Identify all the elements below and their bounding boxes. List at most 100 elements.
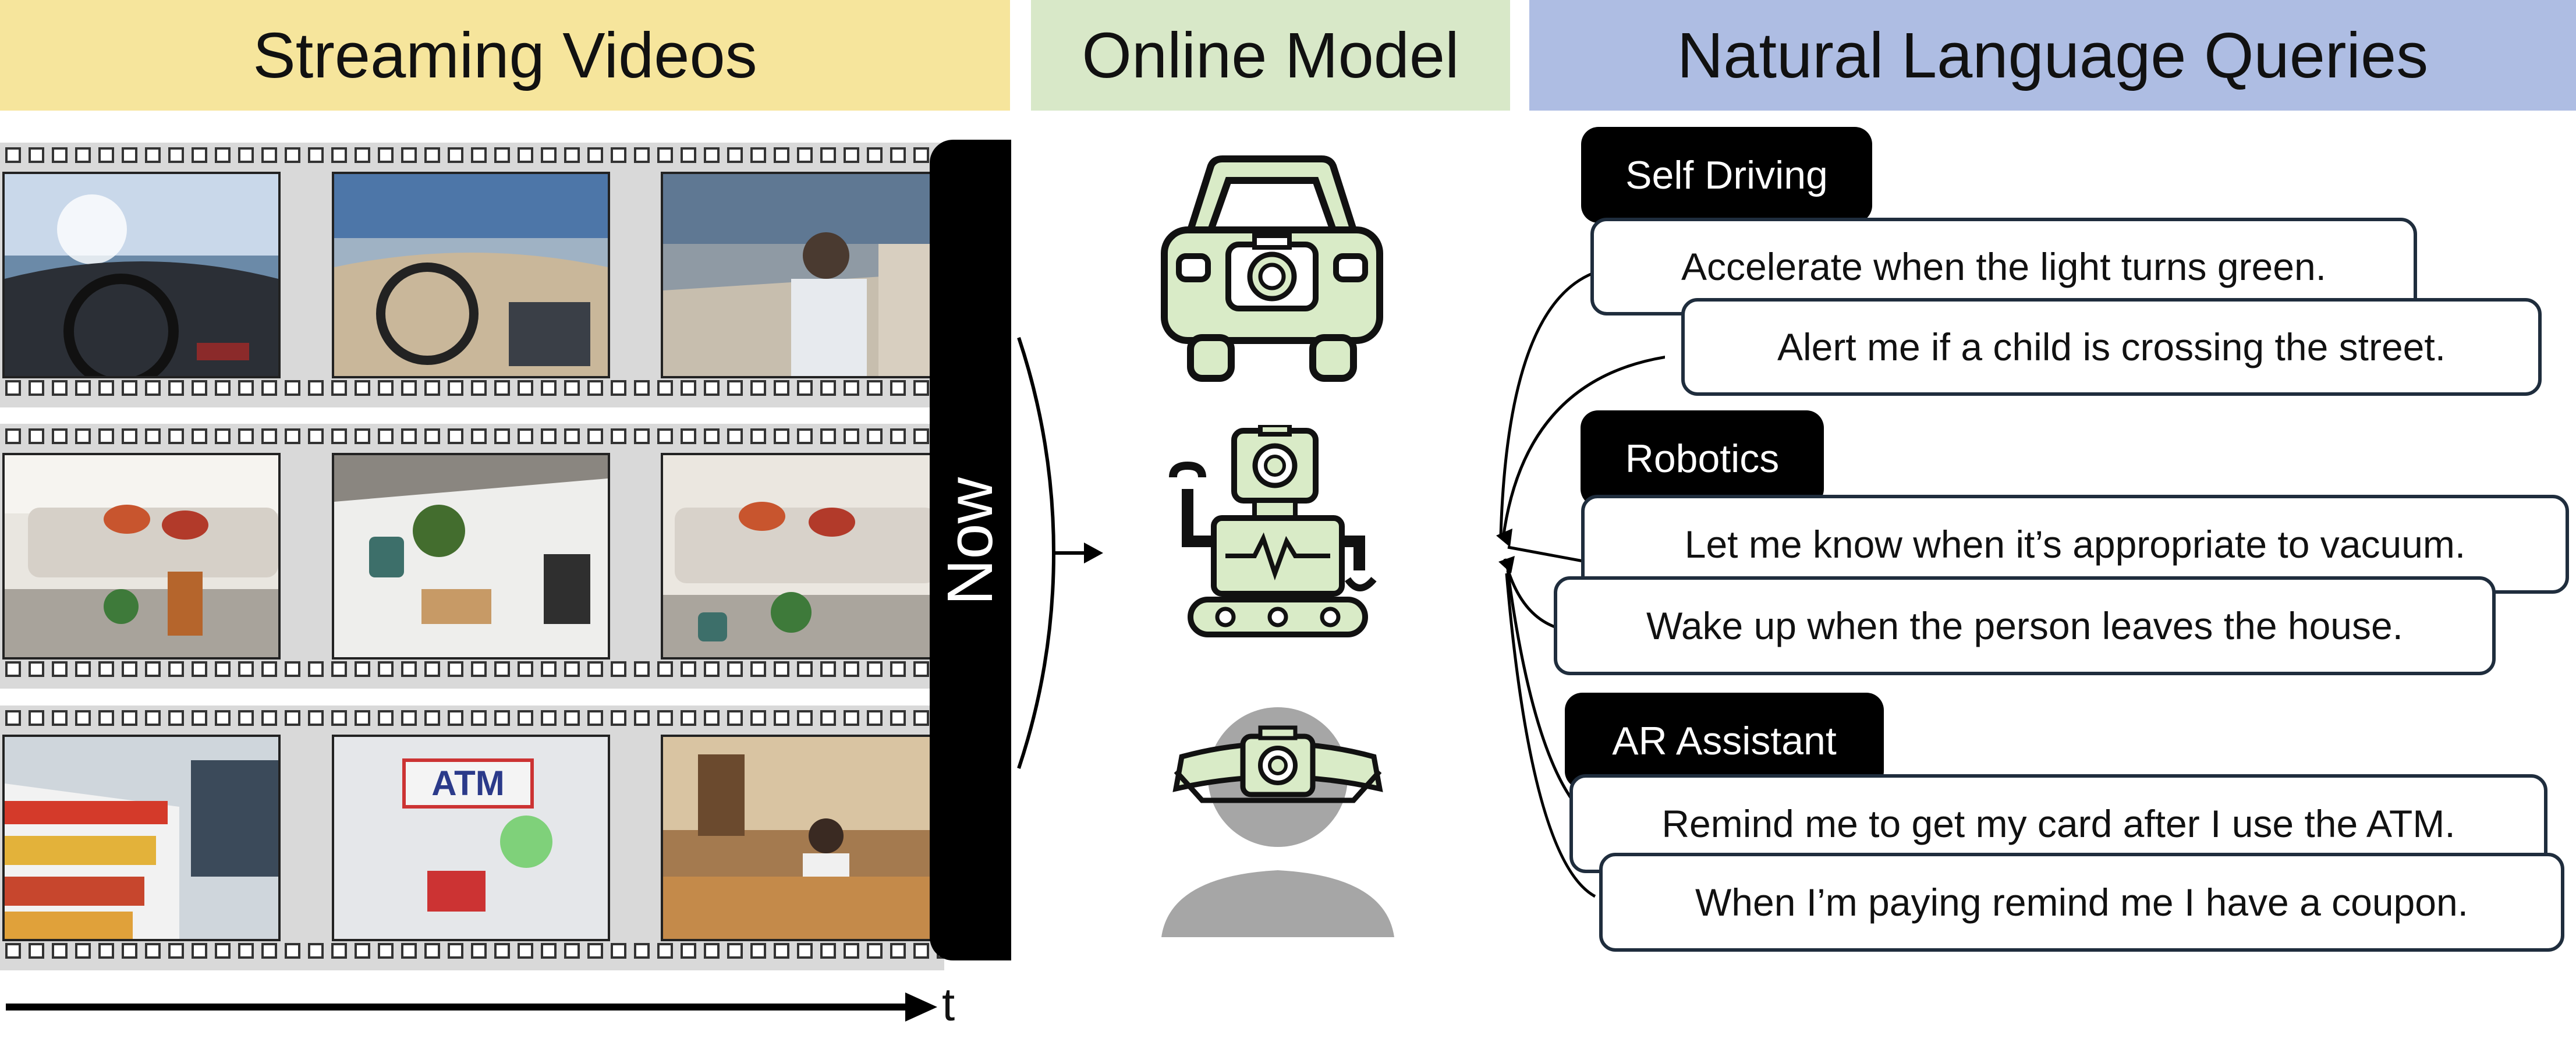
sprocket-row bbox=[0, 710, 952, 733]
sprocket-hole bbox=[494, 710, 510, 726]
sprocket-hole bbox=[331, 943, 347, 959]
robot-camera-icon bbox=[1169, 425, 1377, 637]
sprocket-hole bbox=[541, 380, 557, 396]
sprocket-hole bbox=[448, 661, 463, 677]
sprocket-hole bbox=[844, 943, 859, 959]
sprocket-hole bbox=[52, 661, 68, 677]
sprocket-hole bbox=[285, 943, 300, 959]
sprocket-hole bbox=[215, 710, 231, 726]
sprocket-hole bbox=[29, 661, 44, 677]
sprocket-hole bbox=[401, 661, 417, 677]
sprocket-hole bbox=[75, 428, 91, 444]
sprocket-hole bbox=[913, 943, 929, 959]
sprocket-hole bbox=[541, 661, 557, 677]
sprocket-hole bbox=[261, 661, 277, 677]
sprocket-hole bbox=[238, 943, 254, 959]
sprocket-hole bbox=[424, 661, 440, 677]
sprocket-hole bbox=[564, 943, 580, 959]
sprocket-hole bbox=[541, 710, 557, 726]
sprocket-hole bbox=[844, 147, 859, 163]
sprocket-hole bbox=[518, 380, 533, 396]
living-room-frame-1 bbox=[2, 453, 281, 660]
sprocket-hole bbox=[378, 710, 394, 726]
sprocket-hole bbox=[122, 428, 137, 444]
sprocket-hole bbox=[238, 661, 254, 677]
sprocket-hole bbox=[192, 380, 207, 396]
sprocket-hole bbox=[448, 147, 463, 163]
sprocket-hole bbox=[797, 380, 813, 396]
sprocket-hole bbox=[401, 380, 417, 396]
sprocket-hole bbox=[238, 428, 254, 444]
sprocket-hole bbox=[750, 428, 766, 444]
sprocket-hole bbox=[145, 147, 161, 163]
sprocket-hole bbox=[355, 147, 370, 163]
now-label: Now bbox=[934, 477, 1006, 605]
sprocket-hole bbox=[261, 428, 277, 444]
sprocket-hole bbox=[52, 710, 68, 726]
sprocket-hole bbox=[378, 661, 394, 677]
sprocket-hole bbox=[518, 710, 533, 726]
sprocket-hole bbox=[820, 943, 836, 959]
sprocket-hole bbox=[634, 380, 650, 396]
sprocket-hole bbox=[401, 147, 417, 163]
sprocket-hole bbox=[471, 710, 487, 726]
svg-text:ATM: ATM bbox=[431, 764, 505, 803]
sprocket-hole bbox=[820, 147, 836, 163]
sprocket-hole bbox=[913, 147, 929, 163]
sprocket-hole bbox=[681, 380, 696, 396]
sprocket-hole bbox=[471, 380, 487, 396]
sprocket-hole bbox=[541, 428, 557, 444]
sprocket-hole bbox=[471, 661, 487, 677]
sprocket-hole bbox=[145, 380, 161, 396]
sprocket-hole bbox=[913, 661, 929, 677]
sprocket-hole bbox=[401, 710, 417, 726]
sprocket-hole bbox=[52, 943, 68, 959]
header-streaming-videos: Streaming Videos bbox=[0, 0, 1010, 111]
sprocket-hole bbox=[727, 943, 743, 959]
sprocket-hole bbox=[168, 661, 184, 677]
sprocket-row bbox=[0, 147, 952, 171]
sprocket-hole bbox=[681, 661, 696, 677]
sprocket-hole bbox=[681, 147, 696, 163]
sprocket-hole bbox=[75, 710, 91, 726]
sprocket-hole bbox=[192, 661, 207, 677]
sprocket-hole bbox=[331, 661, 347, 677]
sprocket-hole bbox=[29, 428, 44, 444]
sprocket-hole bbox=[494, 943, 510, 959]
sprocket-hole bbox=[378, 147, 394, 163]
sprocket-hole bbox=[401, 943, 417, 959]
sprocket-hole bbox=[261, 380, 277, 396]
sprocket-hole bbox=[890, 661, 906, 677]
sprocket-hole bbox=[29, 147, 44, 163]
sprocket-hole bbox=[285, 710, 300, 726]
sprocket-hole bbox=[98, 661, 114, 677]
sprocket-hole bbox=[797, 943, 813, 959]
sprocket-hole bbox=[52, 147, 68, 163]
sprocket-hole bbox=[774, 943, 789, 959]
sprocket-hole bbox=[215, 428, 231, 444]
sprocket-hole bbox=[657, 661, 673, 677]
sprocket-hole bbox=[867, 710, 883, 726]
sprocket-hole bbox=[261, 147, 277, 163]
sprocket-hole bbox=[657, 428, 673, 444]
sprocket-hole bbox=[634, 661, 650, 677]
sprocket-hole bbox=[611, 428, 626, 444]
sprocket-hole bbox=[401, 428, 417, 444]
sprocket-hole bbox=[122, 710, 137, 726]
sprocket-hole bbox=[820, 428, 836, 444]
sprocket-hole bbox=[611, 710, 626, 726]
sprocket-hole bbox=[727, 380, 743, 396]
sprocket-hole bbox=[867, 428, 883, 444]
sprocket-hole bbox=[424, 428, 440, 444]
film-strip-store: ATM bbox=[0, 705, 952, 970]
sprocket-hole bbox=[774, 710, 789, 726]
sprocket-hole bbox=[75, 380, 91, 396]
sprocket-hole bbox=[657, 147, 673, 163]
sprocket-hole bbox=[494, 428, 510, 444]
sprocket-row bbox=[0, 428, 952, 452]
sprocket-hole bbox=[5, 661, 21, 677]
sprocket-hole bbox=[145, 661, 161, 677]
sprocket-hole bbox=[355, 428, 370, 444]
category-robotics: Robotics bbox=[1581, 410, 1824, 506]
sprocket-hole bbox=[727, 710, 743, 726]
